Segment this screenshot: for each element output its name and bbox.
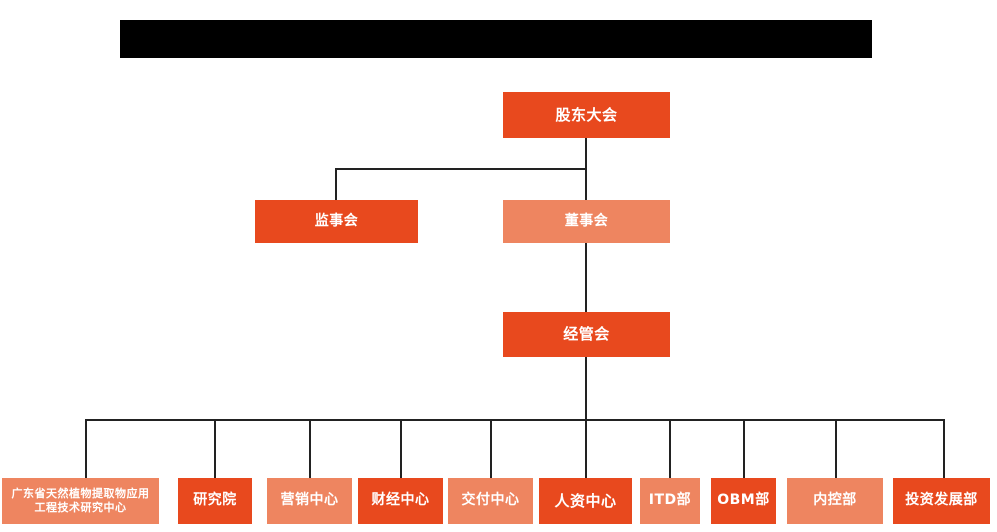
- connector-to-board-of-supervisors: [335, 168, 337, 200]
- node-obm-department[interactable]: OBM部: [711, 478, 776, 524]
- node-marketing-center[interactable]: 营销中心: [267, 478, 352, 524]
- node-label: 广东省天然植物提取物应用工程技术研究中心: [2, 487, 159, 515]
- node-label: 经管会: [559, 325, 614, 344]
- redacted-title-bar: [120, 20, 872, 58]
- node-delivery-center[interactable]: 交付中心: [448, 478, 533, 524]
- node-internal-control-department[interactable]: 内控部: [787, 478, 883, 524]
- drop-line-guangdong-research-center: [85, 419, 87, 478]
- drop-line-delivery-center: [490, 419, 492, 478]
- node-label: 监事会: [311, 213, 363, 231]
- node-label: 财经中心: [368, 492, 434, 510]
- drop-line-hr-center: [585, 419, 587, 478]
- drop-line-finance-center: [400, 419, 402, 478]
- drop-line-investment-development-department: [943, 419, 945, 478]
- node-label: 投资发展部: [901, 492, 982, 510]
- drop-line-internal-control-department: [835, 419, 837, 478]
- node-management-committee[interactable]: 经管会: [503, 312, 670, 357]
- node-label: 董事会: [561, 213, 613, 231]
- node-board-of-supervisors[interactable]: 监事会: [255, 200, 418, 243]
- connector-bus-row2: [335, 168, 587, 170]
- connector-shareholders-to-bus: [585, 138, 587, 170]
- node-shareholders-meeting[interactable]: 股东大会: [503, 92, 670, 138]
- node-label: OBM部: [713, 492, 774, 510]
- connector-management-to-department-bus: [585, 357, 587, 420]
- node-hr-center[interactable]: 人资中心: [539, 478, 632, 524]
- drop-line-itd-department: [669, 419, 671, 478]
- node-label: 研究院: [189, 492, 241, 510]
- node-board-of-directors[interactable]: 董事会: [503, 200, 670, 243]
- node-guangdong-research-center[interactable]: 广东省天然植物提取物应用工程技术研究中心: [2, 478, 159, 524]
- node-itd-department[interactable]: ITD部: [640, 478, 700, 524]
- node-finance-center[interactable]: 财经中心: [358, 478, 443, 524]
- connector-directors-to-management: [585, 243, 587, 312]
- node-research-institute[interactable]: 研究院: [178, 478, 252, 524]
- drop-line-obm-department: [743, 419, 745, 478]
- node-label: 股东大会: [551, 106, 621, 125]
- node-label: 营销中心: [277, 492, 343, 510]
- node-label: 内控部: [809, 492, 861, 510]
- node-label: 人资中心: [550, 492, 620, 511]
- node-label: ITD部: [645, 492, 695, 510]
- connector-to-board-of-directors: [585, 168, 587, 200]
- drop-line-marketing-center: [309, 419, 311, 478]
- drop-line-research-institute: [214, 419, 216, 478]
- node-investment-development-department[interactable]: 投资发展部: [893, 478, 990, 524]
- node-label: 交付中心: [458, 492, 524, 510]
